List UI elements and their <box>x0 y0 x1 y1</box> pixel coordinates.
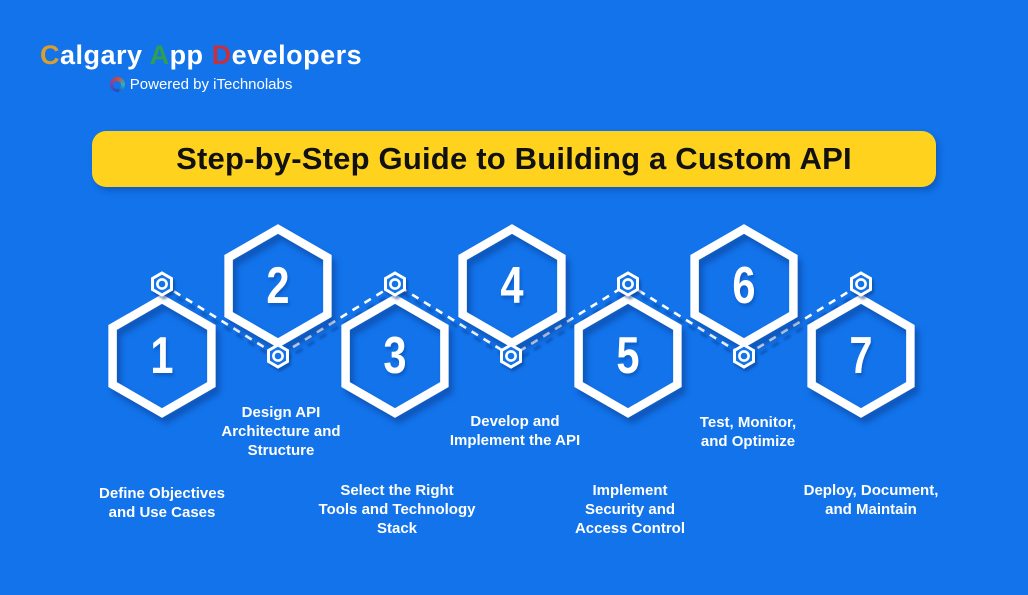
logo-letter-a-icon: A <box>149 40 170 70</box>
step-4-number: 4 <box>500 257 524 315</box>
page-title: Step-by-Step Guide to Building a Custom … <box>176 141 852 176</box>
hex-nut-icon <box>149 270 175 298</box>
powered-by: Powered by iTechnolabs <box>40 76 362 93</box>
logo: Calgary App Developers Powered by iTechn… <box>40 40 362 93</box>
step-3-hexagon: 3 <box>335 286 455 426</box>
hex-nut-icon <box>615 270 641 298</box>
hex-nut-icon <box>848 270 874 298</box>
step-6-label: Test, Monitor,and Optimize <box>699 414 797 450</box>
logo-name: Calgary App Developers <box>40 40 362 71</box>
step-7-label: Deploy, Document,and Maintain <box>803 482 939 518</box>
step-7-number: 7 <box>849 327 873 385</box>
logo-text: evelopers <box>231 40 363 70</box>
powered-by-label: Powered by iTechnolabs <box>129 76 293 93</box>
logo-text: pp <box>169 40 204 70</box>
step-5-hexagon: 5 <box>568 286 688 426</box>
hex-nut-icon <box>382 270 408 298</box>
step-2-number: 2 <box>266 257 290 315</box>
step-4-hexagon: 4 <box>452 216 572 356</box>
step-2-hexagon: 2 <box>218 216 338 356</box>
step-6-number: 6 <box>732 257 756 315</box>
hex-nut-icon <box>498 342 524 370</box>
logo-letter-d-icon: D <box>211 40 232 70</box>
step-5-number: 5 <box>616 327 640 385</box>
step-1-number: 1 <box>150 327 174 385</box>
step-1-hexagon: 1 <box>102 286 222 426</box>
title-banner: Step-by-Step Guide to Building a Custom … <box>92 131 936 187</box>
hex-nut-icon <box>731 342 757 370</box>
step-6-hexagon: 6 <box>684 216 804 356</box>
logo-letter-c-icon: C <box>40 40 60 70</box>
hex-nut-icon <box>265 342 291 370</box>
itechnolabs-ring-icon <box>109 77 125 92</box>
logo-text: algary <box>60 40 143 70</box>
step-3-number: 3 <box>383 327 407 385</box>
step-7-hexagon: 7 <box>801 286 921 426</box>
